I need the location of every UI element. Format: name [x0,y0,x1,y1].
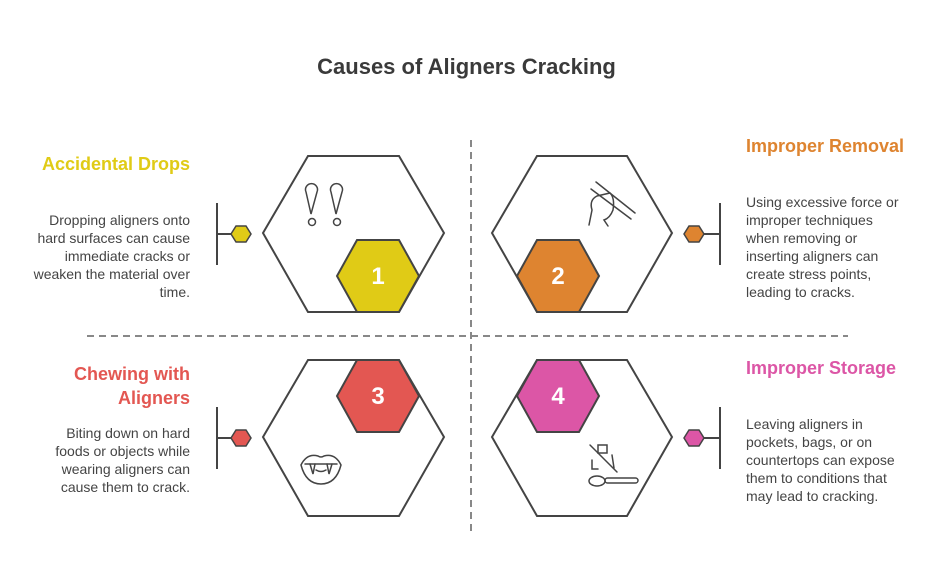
number-hex-1 [335,239,421,313]
description-accidental-drops: Dropping aligners onto hard surfaces can… [33,212,190,300]
storage-spoon-icon [588,444,639,487]
connector-hex-3 [230,429,252,447]
connector-hex-4 [683,429,705,447]
heading-improper-removal: Improper Removal [746,136,905,156]
connector-hex-1 [230,225,252,243]
number-hex-4 [515,359,601,433]
heading-accidental-drops: Accidental Drops [41,154,190,174]
biting-mouth-icon [300,454,342,485]
number-3: 3 [371,383,384,410]
number-4: 4 [551,383,565,410]
connector-hex-2 [683,225,705,243]
description-improper-removal: Using excessive force or improper techni… [746,194,899,300]
description-improper-storage: Leaving aligners in pockets, bags, or on… [746,416,895,504]
heading-improper-storage: Improper Storage [746,358,897,378]
diagram-title: Causes of Aligners Cracking [317,54,616,79]
exclamation-drops-icon [304,182,344,227]
number-1: 1 [371,263,384,290]
description-chewing-with-aligners: Biting down on hard foods or objects whi… [55,425,190,495]
number-hex-3 [335,359,421,433]
hand-force-icon [588,181,636,227]
number-hex-2 [515,239,601,313]
heading-chewing-with-aligners: Chewing with Aligners [74,364,190,408]
number-2: 2 [551,263,564,290]
